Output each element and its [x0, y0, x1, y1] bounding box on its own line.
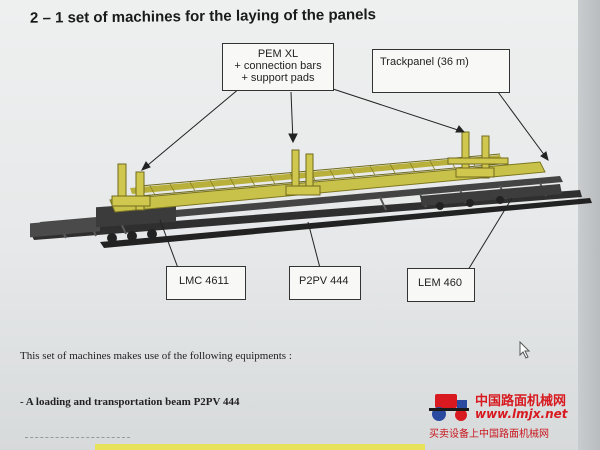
window-edge: [578, 0, 600, 450]
pem-xl-label: PEM XL + connection bars + support pads: [222, 43, 334, 91]
lem-label: LEM 460: [407, 268, 475, 302]
equipment-bullet: - A loading and transportation beam P2PV…: [20, 396, 240, 408]
p2pv-label: P2PV 444: [289, 266, 361, 300]
body-paragraph: This set of machines makes use of the fo…: [20, 350, 292, 362]
logo-sub-text: 买卖设备上中国路面机械网: [429, 429, 549, 440]
pem-gantries: [111, 131, 509, 211]
logo-site-text: www.lmjx.net: [475, 407, 568, 421]
site-logo: 中国路面机械网 www.lmjx.net 买卖设备上中国路面机械网: [425, 390, 593, 442]
roller-logo-icon: [429, 394, 469, 421]
pem-label-line1: PEM XL: [257, 48, 299, 60]
pem-label-line2: + connection bars: [234, 60, 322, 72]
divider: [25, 437, 130, 438]
lem-machine: [420, 184, 562, 210]
p2pv-beam: [109, 153, 546, 213]
logo-main-text: 中国路面机械网: [475, 394, 567, 409]
lmc-label: LMC 4611: [166, 266, 246, 300]
callout-lines: [140, 87, 549, 271]
pem-label-line3: + support pads: [241, 72, 315, 84]
trackpanel-label: Trackpanel (36 m): [372, 49, 510, 93]
mouse-pointer-icon: [519, 341, 531, 359]
highlight-bar: [95, 444, 425, 450]
